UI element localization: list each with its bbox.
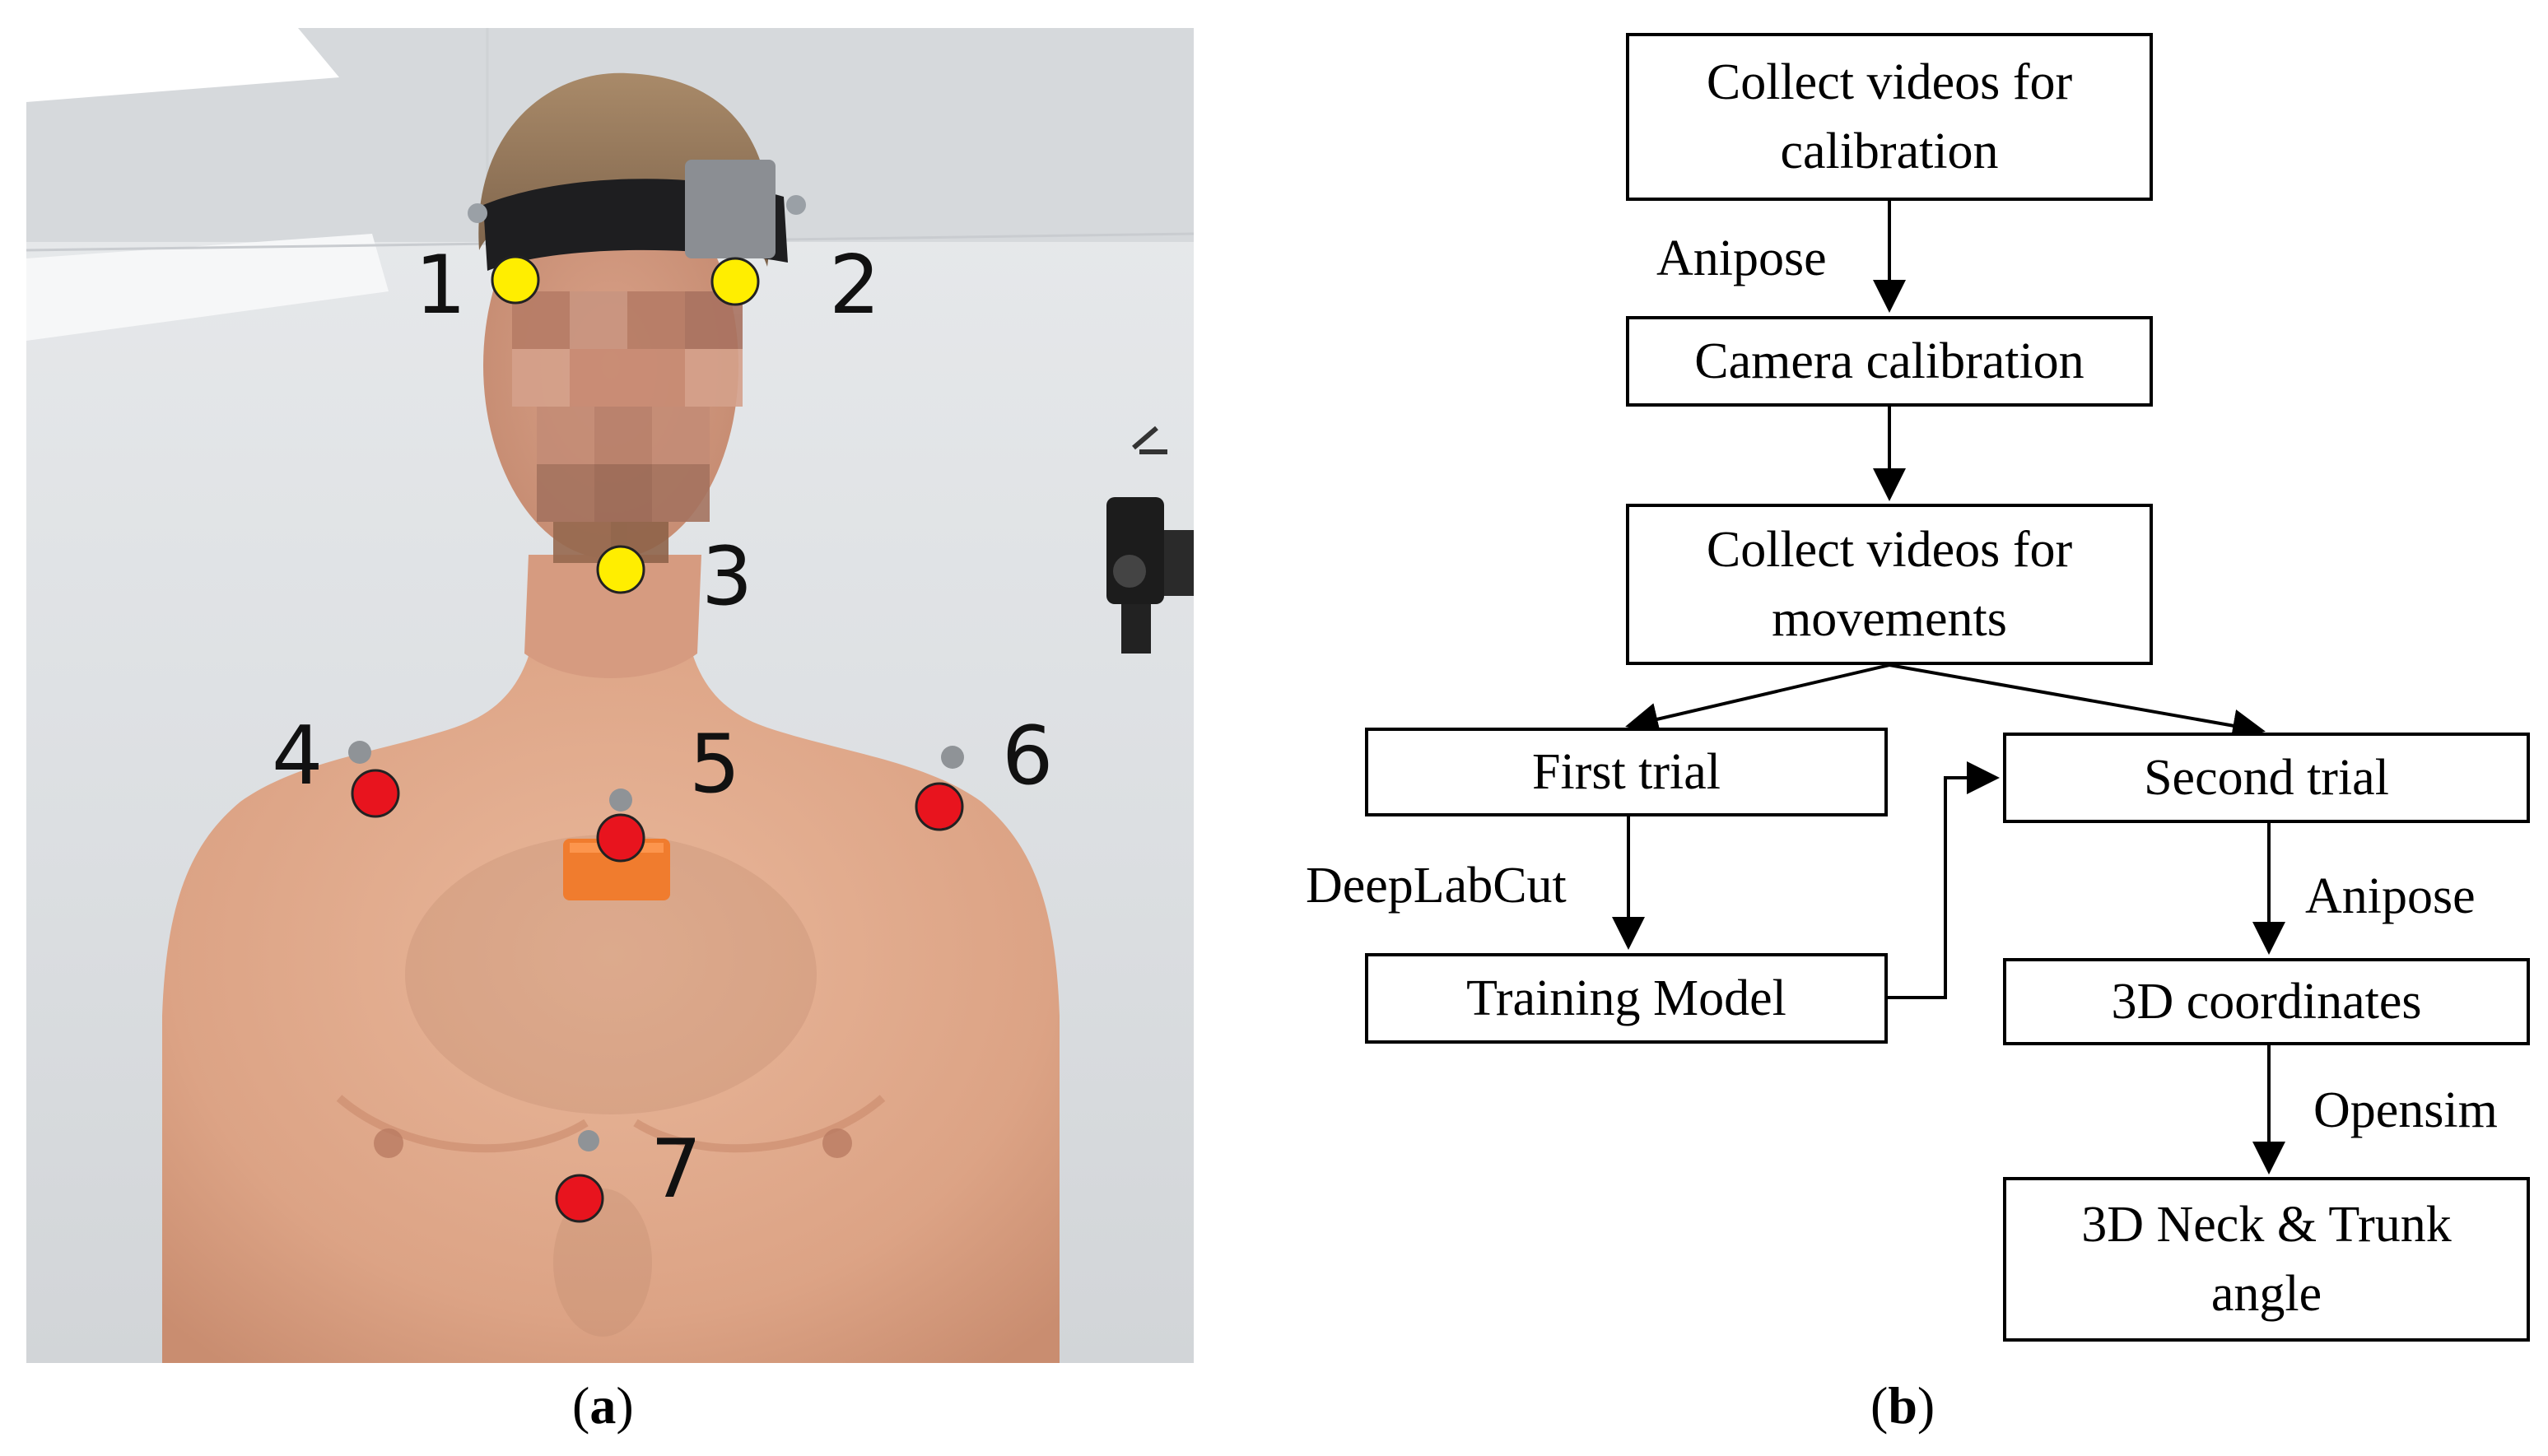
node-camera-calibration: Camera calibration xyxy=(1626,316,2153,407)
landmark-marker-5: 5 xyxy=(596,718,740,863)
landmark-marker-2: 2 xyxy=(710,239,880,333)
ceiling-light xyxy=(26,28,339,102)
caption-b-letter: b xyxy=(1888,1376,1917,1435)
node-collect-videos-calibration: Collect videos for calibration xyxy=(1626,33,2153,201)
landmark-marker-6: 6 xyxy=(915,709,1053,831)
svg-text:4: 4 xyxy=(272,709,323,803)
node-first-trial: First trial xyxy=(1365,728,1888,816)
flowchart-panel: Collect videos for calibration Camera ca… xyxy=(1235,0,2548,1456)
edge-label-anipose-top: Anipose xyxy=(1656,230,1827,286)
edge-label-opensim: Opensim xyxy=(2313,1082,2498,1138)
sternum-sensor xyxy=(563,839,670,900)
caption-a: (a) xyxy=(572,1379,634,1432)
ceiling-light xyxy=(26,234,389,341)
landmark-marker-4: 4 xyxy=(272,709,400,818)
svg-text:1: 1 xyxy=(415,239,466,333)
caption-a-close: ) xyxy=(616,1376,634,1435)
arrow-movements-to-second-trial xyxy=(1889,663,2266,742)
caption-b-close: ) xyxy=(1917,1376,1935,1435)
headband-sensor xyxy=(685,160,776,258)
edge-label-anipose-right: Anipose xyxy=(2305,868,2476,924)
svg-text:5: 5 xyxy=(689,718,740,812)
caption-b: (b) xyxy=(1870,1379,1935,1432)
node-3d-coordinates: 3D coordinates xyxy=(2003,958,2530,1045)
photo-panel: 1 2 3 4 5 6 7 xyxy=(26,28,1194,1363)
svg-text:6: 6 xyxy=(1002,709,1053,803)
node-neck-trunk-angle: 3D Neck & Trunk angle xyxy=(2003,1177,2530,1342)
edge-label-deeplabcut: DeepLabCut xyxy=(1306,858,1567,914)
arrow-training-to-second-trial xyxy=(1888,761,2000,999)
caption-a-letter: a xyxy=(589,1376,617,1435)
node-second-trial: Second trial xyxy=(2003,733,2530,823)
landmark-marker-3: 3 xyxy=(596,530,752,624)
landmark-marker-1: 1 xyxy=(415,239,540,333)
neck xyxy=(524,555,701,678)
face-blur xyxy=(512,291,743,563)
svg-text:7: 7 xyxy=(650,1123,701,1216)
reflective-markers xyxy=(348,741,964,1151)
svg-text:3: 3 xyxy=(701,530,752,624)
svg-text:2: 2 xyxy=(829,239,880,333)
caption-b-open: ( xyxy=(1870,1376,1889,1435)
arrow-movements-to-first-trial xyxy=(1625,663,1890,736)
caption-a-open: ( xyxy=(572,1376,590,1435)
flowchart-connectors xyxy=(1612,201,2285,1175)
subject-photo: 1 2 3 4 5 6 7 xyxy=(26,28,1194,1363)
chest-hair xyxy=(405,835,817,1114)
hair xyxy=(478,72,771,267)
landmark-marker-7: 7 xyxy=(555,1123,701,1223)
camera-icon xyxy=(1106,426,1194,654)
node-collect-videos-movements: Collect videos for movements xyxy=(1626,504,2153,665)
node-training-model: Training Model xyxy=(1365,953,1888,1044)
